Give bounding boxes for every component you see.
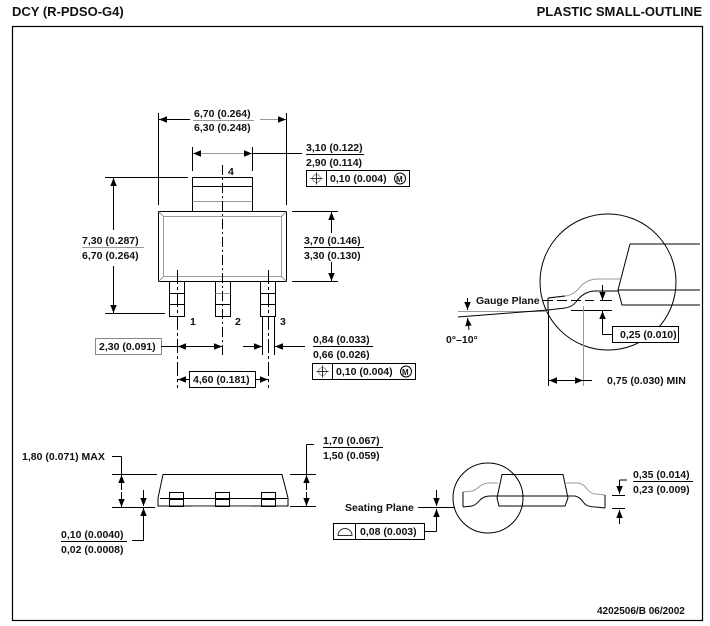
lead-tolerance-frame: 0,10 (0.004) M: [312, 363, 416, 380]
max-height-value: 1,80 (0.071) MAX: [22, 451, 105, 463]
body-height-min: 1,50 (0.059): [323, 450, 380, 462]
coplanarity-frame: 0,08 (0.003): [333, 523, 425, 540]
top-view: 4 1 2 3 6,70 (0.264) 6,30 (0.248) 3,10 (…: [82, 108, 416, 388]
side-view: 1,80 (0.071) MAX 0,10 (0.0040) 0,02 (0.0…: [22, 435, 383, 556]
tab-tolerance-frame: 0,10 (0.004) M: [306, 170, 410, 187]
outer-pitch-value: 4,60 (0.181): [193, 374, 250, 386]
max-material-letter: M: [396, 175, 403, 184]
position-icon: [310, 172, 323, 185]
overall-length-min: 6,70 (0.264): [82, 250, 139, 262]
lead-thickness-min: 0,23 (0.009): [633, 484, 690, 496]
end-detail-circle: [452, 462, 524, 534]
pin-label-3: 3: [280, 316, 286, 328]
body-height-max: 1,70 (0.067): [323, 435, 380, 447]
package-type-title: PLASTIC SMALL-OUTLINE: [536, 4, 702, 19]
outer-pitch-box: 4,60 (0.181): [189, 371, 256, 388]
gauge-height-value: 0,25 (0.010): [620, 329, 677, 341]
side-body: [157, 474, 289, 507]
detail-view: 0,25 (0.010) Gauge Plane 0°–10° 0,75 (0.…: [446, 213, 700, 387]
coplanarity-value: 0,08 (0.003): [360, 526, 417, 538]
position-icon: [316, 365, 329, 378]
standoff-min: 0,02 (0.0008): [61, 544, 123, 556]
detail-circle: [539, 213, 677, 351]
max-material-icon: M: [400, 365, 412, 378]
pin-label-2: 2: [235, 316, 241, 328]
max-material-icon: M: [394, 172, 406, 185]
foot-length-value: 0,75 (0.030) MIN: [607, 375, 686, 387]
lead-width-max: 0,84 (0.033): [313, 334, 370, 346]
lead-width-min: 0,66 (0.026): [313, 349, 370, 361]
overall-width-max: 6,70 (0.264): [194, 108, 251, 120]
pin-label-1: 1: [190, 316, 196, 328]
body-length-max: 3,70 (0.146): [304, 235, 361, 247]
profile-icon: [337, 528, 353, 536]
seating-plane-label: Seating Plane: [345, 502, 414, 514]
document-id: 4202506/B 06/2002: [597, 606, 685, 617]
tab-tolerance-value: 0,10 (0.004): [330, 173, 387, 185]
gauge-plane-label: Gauge Plane: [476, 295, 540, 307]
overall-width-min: 6,30 (0.248): [194, 122, 251, 134]
lead-thickness-max: 0,35 (0.014): [633, 469, 690, 481]
tab-width-min: 2,90 (0.114): [306, 157, 362, 169]
max-material-letter: M: [402, 368, 409, 377]
tab-width-max: 3,10 (0.122): [306, 142, 363, 154]
pitch-value: 2,30 (0.091): [99, 341, 156, 353]
lead-tolerance-value: 0,10 (0.004): [336, 366, 393, 378]
overall-length-max: 7,30 (0.287): [82, 235, 139, 247]
end-view: Seating Plane 0,08 (0.003) 0,35 (0.014) …: [333, 462, 693, 540]
package-code-title: DCY (R-PDSO-G4): [12, 4, 124, 19]
body-length-min: 3,30 (0.130): [304, 250, 361, 262]
drawing-frame: [11, 25, 704, 622]
gauge-height-box: 0,25 (0.010): [612, 326, 679, 343]
pitch-dimension-box: 2,30 (0.091): [95, 338, 162, 355]
standoff-max: 0,10 (0.0040): [61, 529, 123, 541]
pin-label-4: 4: [228, 166, 234, 178]
angle-label: 0°–10°: [446, 334, 478, 346]
tab-pin-4: [192, 177, 253, 212]
